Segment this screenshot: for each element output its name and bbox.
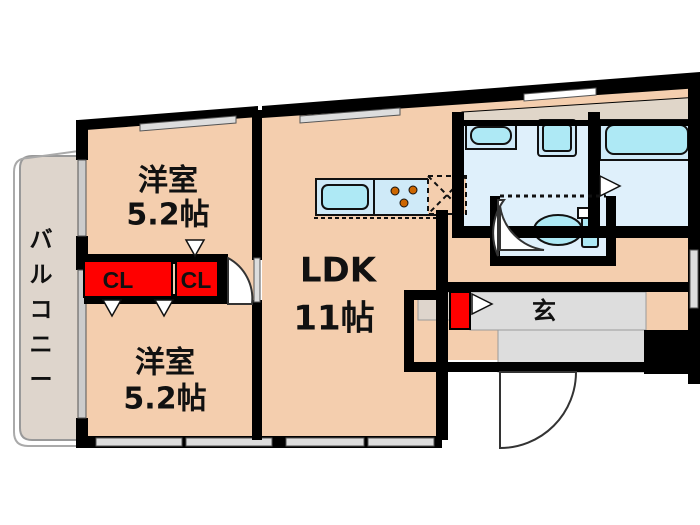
bedroom-door-arc: [227, 256, 254, 305]
washroom-fixtures: [465, 119, 577, 157]
closet-box-2[interactable]: [175, 260, 219, 298]
bedroom-bottom-name: 洋室: [135, 346, 195, 381]
ldk-name: LDK: [300, 251, 378, 291]
balcony-char-1: ル: [30, 262, 53, 288]
balcony-label: バ ル コ ニ ー: [30, 227, 53, 393]
shoe-cabinet[interactable]: [449, 291, 471, 330]
ldk-size: 11帖: [293, 299, 374, 339]
door-swings: [227, 199, 578, 450]
kitchen-counter: [314, 178, 445, 219]
wash-basin-bowl: [470, 126, 512, 145]
stove-burner-1: [390, 186, 400, 196]
closet-label-1: CL: [103, 267, 134, 293]
closet-door-markers: [101, 239, 206, 318]
washing-machine-drum: [542, 124, 572, 152]
closet-boxes: [83, 260, 471, 330]
closet-label-2: CL: [181, 267, 212, 293]
bathtub: [599, 119, 695, 161]
balcony-char-4: ー: [30, 367, 53, 393]
stove-burner-2: [408, 185, 418, 195]
top-windows: [139, 87, 597, 132]
stove-burner-3: [399, 198, 409, 208]
door-leaf-arrows: [471, 174, 622, 316]
balcony-char-0: バ: [30, 227, 53, 253]
toilet-door-arc: [492, 199, 506, 257]
entrance-label: 玄: [532, 297, 556, 325]
closet-box-1[interactable]: [83, 260, 173, 298]
balcony-char-2: コ: [30, 297, 53, 323]
bedroom-top-size: 5.2帖: [126, 198, 209, 233]
right-wall-window: [689, 249, 699, 309]
bedroom-top-name: 洋室: [138, 164, 198, 199]
balcony-char-3: ニ: [30, 332, 53, 358]
kitchen-sink-basin: [321, 184, 369, 210]
entrance-door-arc: [499, 371, 578, 450]
bedroom-bottom-size: 5.2帖: [123, 382, 206, 417]
